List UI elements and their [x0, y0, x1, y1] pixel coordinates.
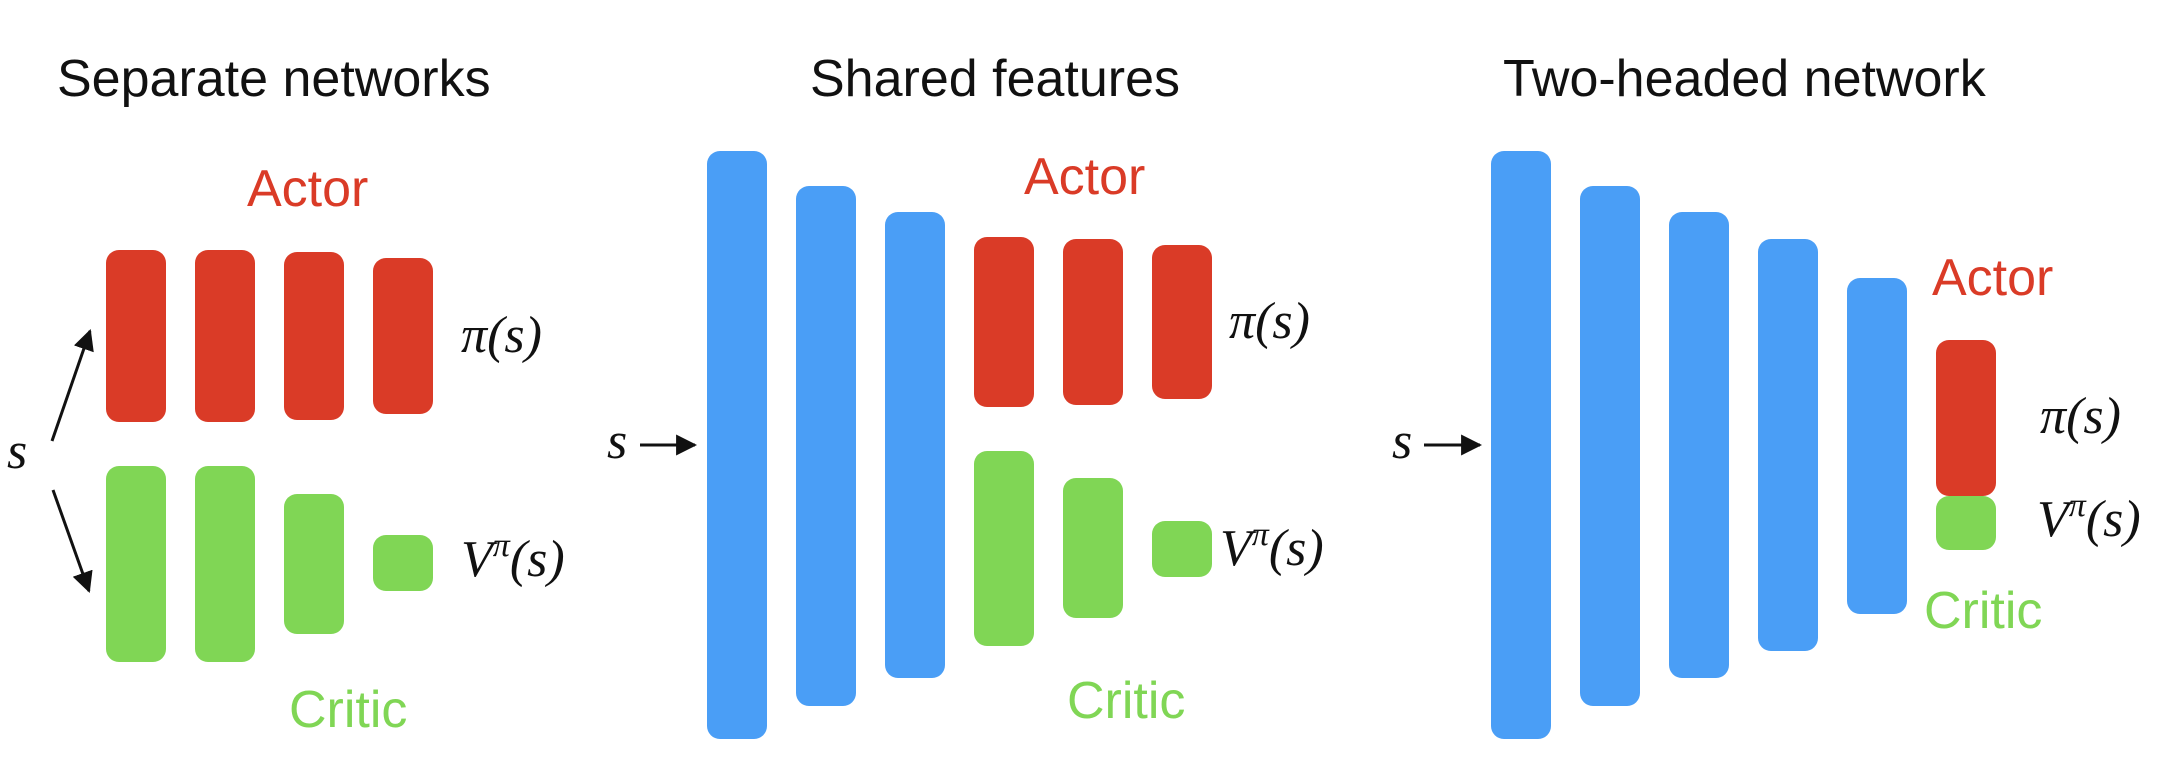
- actor-layer-2: [195, 250, 255, 422]
- actor-layer-1: [106, 250, 166, 422]
- value-output-label: Vπ(s): [2037, 487, 2141, 548]
- input-state-label: s: [607, 413, 627, 470]
- arrow-to-actor: [50, 329, 94, 442]
- critic-layer-1: [974, 451, 1034, 646]
- shared-layer-2: [1580, 186, 1640, 706]
- panel-separate-networks: Separate networks Actor Critic s π(s) Vπ…: [7, 50, 565, 739]
- panel-title: Separate networks: [57, 50, 491, 108]
- actor-layer-3: [284, 252, 344, 420]
- input-state-label: s: [1392, 413, 1412, 470]
- actor-layer-3: [1152, 245, 1212, 399]
- value-output-label: Vπ(s): [461, 527, 565, 588]
- actor-layer-2: [1063, 239, 1123, 405]
- policy-output-label: π(s): [461, 307, 542, 364]
- value-output-label: Vπ(s): [1220, 516, 1324, 577]
- shared-layer-3: [1669, 212, 1729, 678]
- panel-title: Two-headed network: [1503, 50, 1987, 108]
- critic-label: Critic: [1067, 672, 1185, 730]
- shared-layer-3: [885, 212, 945, 678]
- critic-output-node: [373, 535, 433, 591]
- critic-layer-3: [284, 494, 344, 634]
- actor-label: Actor: [1024, 148, 1145, 206]
- shared-layer-1: [707, 151, 767, 739]
- panel-title: Shared features: [810, 50, 1180, 108]
- shared-layer-2: [796, 186, 856, 706]
- shared-layer-5: [1847, 278, 1907, 614]
- actor-layer-1: [974, 237, 1034, 407]
- critic-layer-1: [106, 466, 166, 662]
- actor-label: Actor: [1932, 249, 2053, 307]
- shared-layer-4: [1758, 239, 1818, 651]
- critic-layer-2: [195, 466, 255, 662]
- policy-output-label: π(s): [2040, 388, 2121, 445]
- panel-two-headed-network: Two-headed network Actor Critic s π(s) V…: [1392, 50, 2141, 739]
- policy-output-label: π(s): [1229, 293, 1310, 350]
- shared-layer-1: [1491, 151, 1551, 739]
- actor-head: [1936, 340, 1996, 496]
- input-state-label: s: [7, 423, 27, 480]
- arrow-to-critic: [51, 489, 93, 593]
- critic-head: [1936, 496, 1996, 550]
- actor-label: Actor: [247, 160, 368, 218]
- critic-label: Critic: [1924, 582, 2042, 640]
- critic-output-node: [1152, 521, 1212, 577]
- critic-label: Critic: [289, 681, 407, 739]
- actor-layer-4: [373, 258, 433, 414]
- panel-shared-features: Shared features Actor Critic s π(s) Vπ(s…: [607, 50, 1324, 739]
- critic-layer-2: [1063, 478, 1123, 618]
